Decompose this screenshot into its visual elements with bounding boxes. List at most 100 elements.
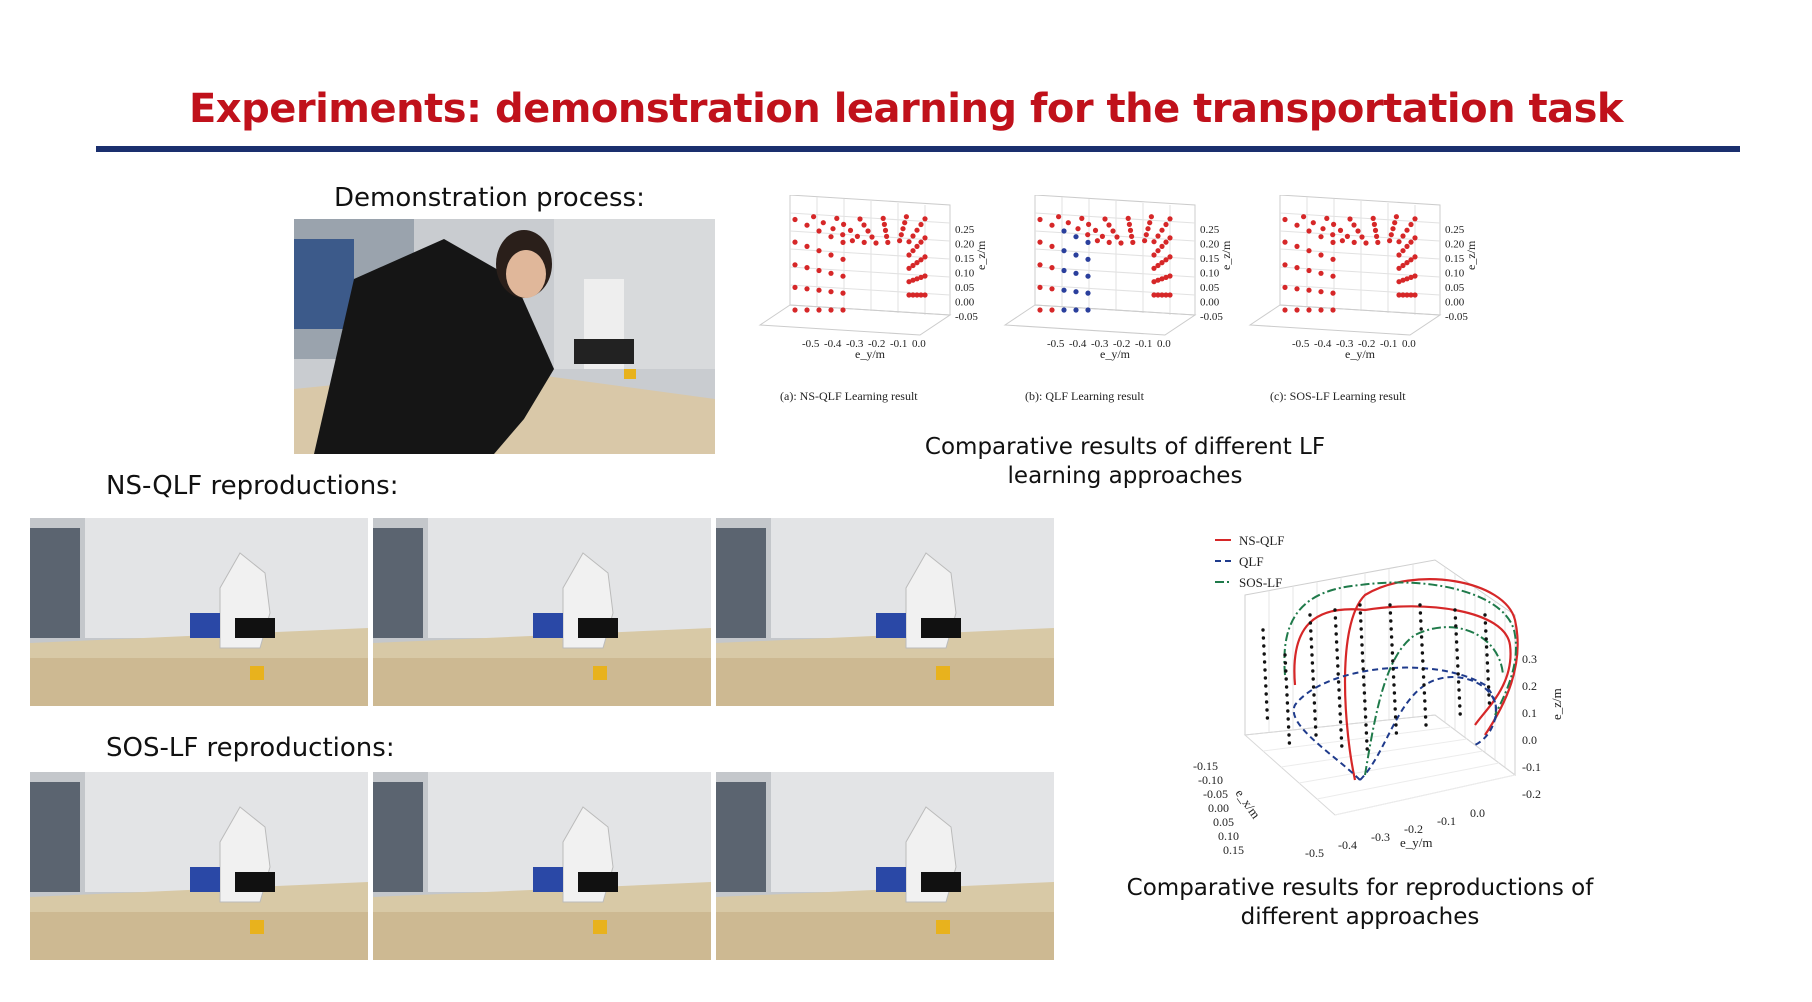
demo-point (1458, 712, 1462, 716)
demo-point (1456, 672, 1460, 676)
demo-point (1422, 683, 1426, 687)
lf-panel-subcaption: (a): NS-QLF Learning result (780, 389, 918, 403)
lf-data-point (1282, 216, 1288, 223)
demo-point (1334, 632, 1338, 636)
nsqlf-photo-2 (373, 518, 711, 706)
lf-data-point (1294, 265, 1300, 271)
lf-data-point (1412, 273, 1418, 279)
demo-point (1313, 717, 1317, 721)
demo-point (1418, 611, 1423, 615)
qlf-curve (1359, 676, 1498, 781)
demo-point (1364, 723, 1368, 727)
lf-z-tick-label: 0.25 (1445, 224, 1465, 236)
lf-data-point (1294, 307, 1300, 313)
lf-data-point (1301, 214, 1307, 220)
demo-point (1484, 637, 1488, 641)
lf-data-point (1310, 220, 1316, 226)
lf-data-point (882, 227, 889, 233)
lf-data-point (1408, 257, 1414, 263)
demo-point (1309, 637, 1313, 641)
lf-data-point (910, 248, 916, 254)
lf-data-point (1049, 243, 1055, 249)
lf-data-point (828, 252, 834, 258)
lf-data-point (816, 248, 822, 254)
repro-compare-caption-line1: Comparative results for reproductions of (1126, 875, 1594, 901)
demo-point (1360, 651, 1365, 655)
lf-y-tick-label: -0.1 (1135, 338, 1152, 350)
repro-chart-svg: NS-QLFQLFSOS-LF0.30.20.10.0-0.1-0.2e_z/m… (1193, 533, 1564, 860)
demo-point (1311, 685, 1316, 689)
lf-data-point (861, 222, 867, 228)
demo-point (1264, 684, 1268, 688)
repro-y-tick-label: -0.2 (1404, 822, 1423, 836)
lf-data-point (1106, 239, 1112, 245)
legend-label: QLF (1239, 554, 1264, 569)
lf-y-tick-label: -0.2 (868, 338, 885, 350)
repro-grid-line (1316, 762, 1500, 800)
lf-data-point (861, 239, 867, 245)
lf-data-point (1408, 239, 1414, 245)
lf-z-tick-label: 0.15 (955, 253, 975, 265)
demo-point (1283, 653, 1287, 657)
lf-data-point (1061, 267, 1067, 274)
demo-point (1313, 709, 1317, 713)
lf-y-tick-label: -0.3 (846, 338, 864, 350)
demo-point (1287, 741, 1292, 745)
lf-data-point (849, 238, 855, 244)
lf-data-point (1392, 220, 1398, 226)
lf-data-point (903, 214, 909, 220)
lf-data-point (830, 226, 836, 232)
lf-y-tick-label: -0.3 (1336, 338, 1354, 350)
demo-point (1453, 608, 1457, 612)
demo-point (1418, 603, 1422, 607)
lf-y-tick-label: -0.4 (1069, 338, 1087, 350)
repro-x-axis-label: e_x/m (1233, 786, 1264, 821)
repro-z-tick-label: 0.0 (1522, 733, 1537, 747)
demo-point (1390, 643, 1394, 647)
lf-data-point (1412, 216, 1418, 222)
lf-y-axis-label: e_y/m (1100, 347, 1131, 361)
lf-data-point (792, 307, 798, 313)
lf-data-point (828, 289, 834, 295)
lf-z-tick-label: -0.05 (955, 311, 978, 323)
lf-data-point (792, 262, 798, 268)
demo-point (1310, 661, 1315, 665)
repro-grid-line (1334, 774, 1516, 816)
lf-y-tick-label: -0.1 (1380, 338, 1397, 350)
lf-z-tick-label: 0.10 (955, 268, 975, 280)
demo-point (1391, 675, 1396, 679)
lf-data-point (804, 286, 810, 292)
demo-point (1388, 603, 1392, 607)
lf-data-point (1147, 220, 1153, 226)
legend-label: NS-QLF (1239, 535, 1285, 548)
demo-point (1338, 720, 1343, 724)
demo-point (1419, 635, 1424, 639)
repro-x-tick-label: 0.15 (1223, 843, 1244, 857)
lf-data-point (1110, 228, 1116, 234)
lf-data-point (1143, 232, 1149, 238)
demo-point (1457, 696, 1462, 700)
lf-z-axis-label: e_z/m (1219, 240, 1233, 270)
demo-point (1313, 725, 1318, 729)
lf-data-point (865, 228, 871, 234)
lf-data-point (1339, 238, 1345, 244)
lf-data-point (1282, 307, 1288, 313)
sos-lf-curve (1364, 626, 1504, 776)
lf-data-point (922, 216, 928, 222)
lf-data-point (922, 292, 928, 298)
demo-point (1421, 675, 1426, 679)
lf-data-point (1337, 227, 1344, 233)
lf-data-point (910, 292, 916, 298)
lf-data-point (1065, 220, 1071, 226)
demo-point (1308, 621, 1313, 625)
lf-data-point (1404, 260, 1410, 266)
lf-data-point (1370, 215, 1376, 221)
demo-point (1421, 659, 1425, 663)
demo-point (1261, 628, 1265, 632)
lf-data-point (1106, 222, 1112, 228)
lf-data-point (1167, 292, 1173, 298)
demo-point (1389, 635, 1394, 639)
lf-data-point (1404, 243, 1410, 249)
